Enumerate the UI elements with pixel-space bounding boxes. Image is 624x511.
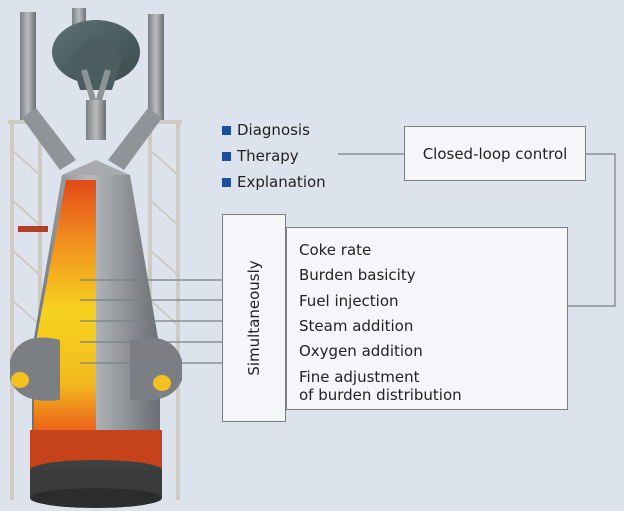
parameter-line: Fine adjustment [299,368,420,387]
parameter-item: Burden basicity [299,266,416,285]
leader-lines [80,279,222,364]
square-bullet-icon [222,151,231,161]
bullet-item-therapy: Therapy [222,143,326,169]
bullet-item-explanation: Explanation [222,169,326,195]
parameter-item: Coke rate [299,241,372,259]
square-bullet-icon [222,125,231,135]
molten-core [34,180,96,470]
parameter-item: Fuel injection [299,291,399,310]
closed-loop-control-box: Closed-loop control [404,126,586,181]
bullet-label: Therapy [237,147,299,165]
square-bullet-icon [222,177,231,187]
bullet-item-diagnosis: Diagnosis [222,117,326,143]
connector-lines [338,153,616,307]
closed-loop-label: Closed-loop control [422,144,568,163]
bullet-label: Diagnosis [237,121,310,139]
parameter-item: Oxygen addition [299,342,423,361]
parameter-line: of burden distribution [299,386,462,405]
parameter-item: Steam addition [299,316,414,335]
bullet-label: Explanation [237,173,326,191]
bullet-list: Diagnosis Therapy Explanation [222,117,326,195]
simultaneously-box: Simultaneously [222,214,286,422]
simultaneously-label: Simultaneously [245,260,263,376]
parameters-box: Coke rate Burden basicity Fuel injection… [286,227,568,410]
parameter-item-burden-distribution: Fine adjustment of burden distribution [299,368,567,404]
